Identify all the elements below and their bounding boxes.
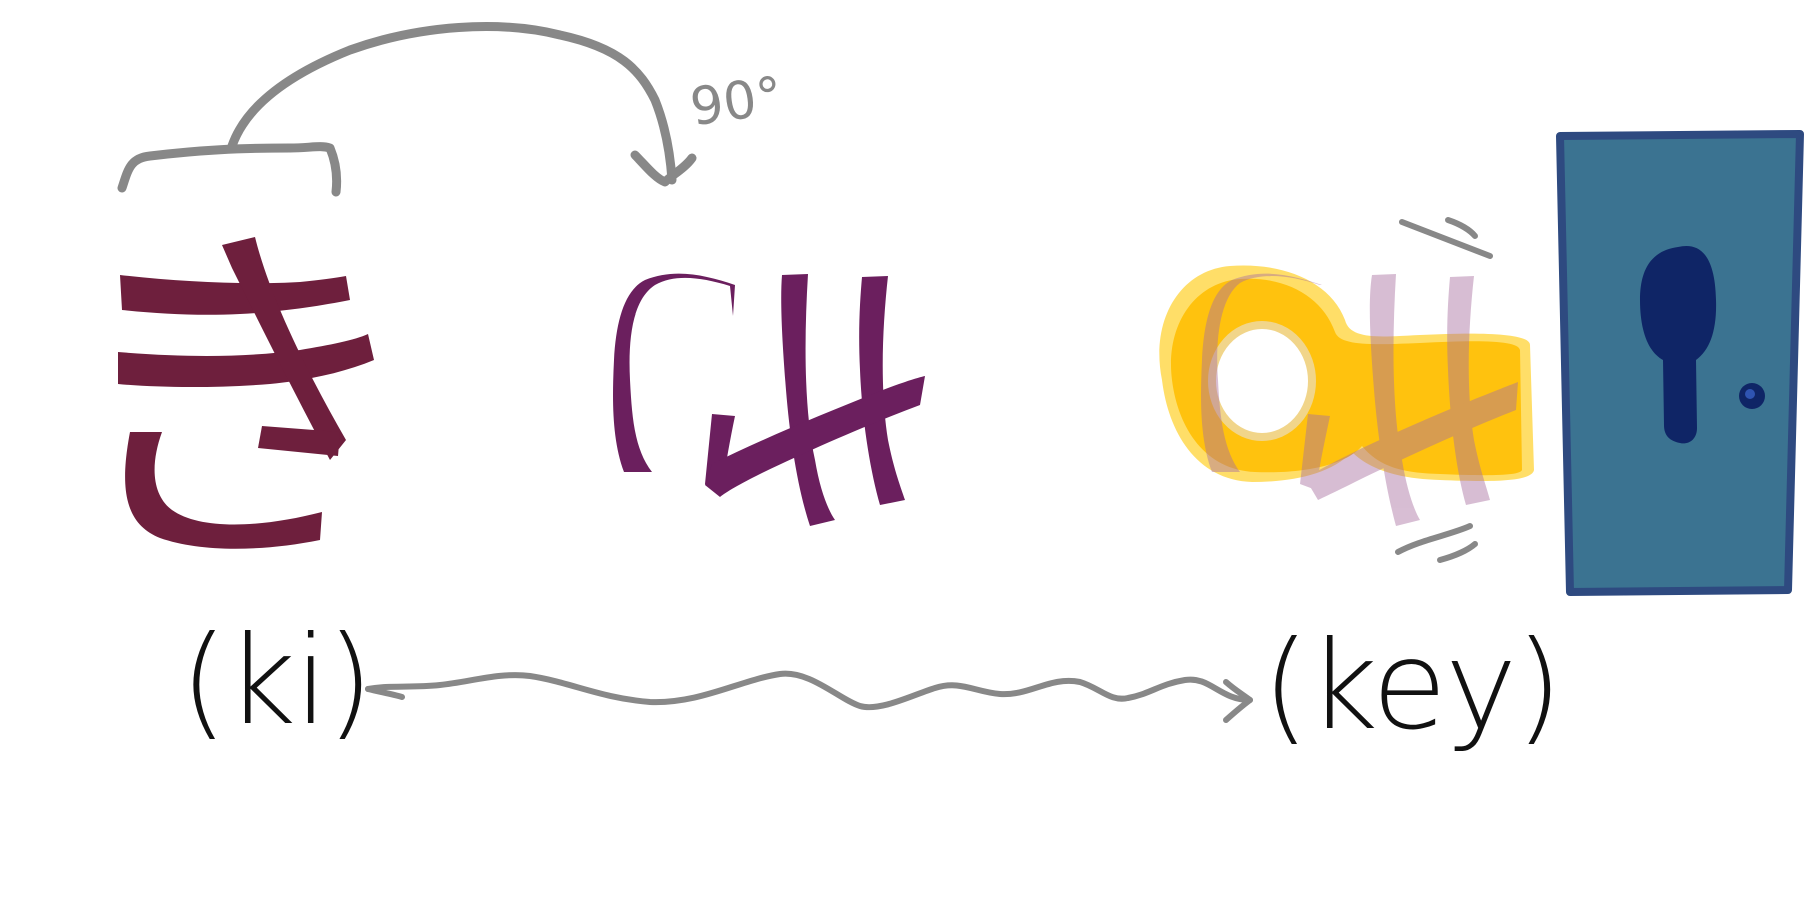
hiragana-ki — [118, 237, 374, 549]
reading-ki-label: (ki) — [180, 610, 374, 752]
bracket-icon — [117, 142, 342, 197]
rotated-ki — [613, 273, 925, 526]
reading-key-label: (key) — [1262, 615, 1563, 757]
keyhole-icon — [1640, 245, 1717, 444]
curved-arrow-icon — [227, 22, 697, 187]
key-icon — [1159, 217, 1534, 563]
wavy-arrow-icon — [365, 670, 1253, 723]
rotation-label: 90° — [687, 66, 787, 138]
door-icon — [1556, 130, 1804, 596]
